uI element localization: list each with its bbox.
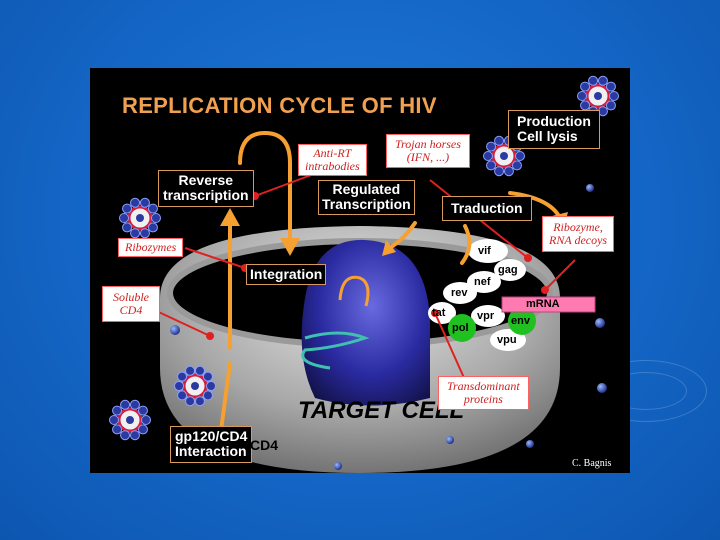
inhibit-line-soluble-cd4 (149, 307, 211, 337)
protein-vpr (471, 305, 505, 327)
inhibit-line-ribozymes (184, 247, 246, 269)
arrowhead-up (220, 208, 240, 226)
free-particle (586, 184, 594, 192)
hiv-virion-icon (174, 365, 216, 407)
free-particle (334, 462, 342, 470)
gene-tat: tat (432, 307, 446, 319)
gene-gag: gag (498, 264, 518, 276)
free-particle (446, 436, 454, 444)
protein-vpu (490, 329, 526, 351)
inhibitor-soluble-cd4: Soluble CD4 (102, 286, 160, 323)
diagram-graphics (149, 130, 607, 473)
label-production-cell-lysis: Production Cell lysis (508, 110, 600, 149)
inhibitor-ribozyme-rna-decoys: Ribozyme, RNA decoys (542, 216, 615, 253)
inhibit-line-transdominant (434, 312, 466, 381)
label-regulated-transcription: Regulated Transcription (318, 180, 415, 215)
inhibit-dot (524, 254, 532, 262)
inhibit-line-trojan-2 (499, 235, 529, 259)
gene-pol: pol (452, 322, 469, 334)
arrow-cd4 (218, 361, 232, 440)
nucleus (301, 239, 430, 406)
gene-rev: rev (451, 287, 468, 299)
protein-pol (448, 314, 476, 342)
label-target-cell: TARGET CELL (298, 397, 465, 424)
label-integration: Integration (246, 264, 327, 286)
free-particle (597, 383, 607, 393)
arrow-integration-down (388, 221, 417, 250)
author-credit: C. Bagnis (572, 458, 612, 469)
inhibit-dot (206, 332, 214, 340)
diagram-title: REPLICATION CYCLE OF HIV (122, 93, 437, 118)
gene-env: env (511, 315, 530, 327)
inhibitor-ribozymes: Ribozymes (118, 238, 184, 258)
free-particle (595, 318, 605, 328)
gene-nef: nef (474, 276, 491, 288)
inhibitor-anti-rt: Anti-RT intrabodies (298, 144, 367, 177)
gene-vpr: vpr (477, 310, 495, 322)
free-particle (526, 440, 534, 448)
protein-gag (494, 259, 526, 281)
inhibit-dot (541, 286, 549, 294)
label-cd4: CD4 (250, 437, 279, 453)
protein-nef (467, 271, 501, 293)
inhibitor-transdominant-proteins: Transdominant proteins (438, 376, 529, 411)
protein-tat (428, 302, 456, 324)
mrna-bar (501, 296, 596, 313)
arrow-loop (238, 130, 292, 242)
label-mrna: mRNA (526, 298, 560, 310)
hiv-virion-icon (109, 399, 151, 441)
inhibit-line-ribozyme-rna (544, 259, 576, 291)
label-reverse-transcription: Reverse transcription (158, 170, 254, 207)
label-gp120-cd4-interaction: gp120/CD4 Interaction (170, 426, 253, 463)
inhibit-dot (431, 309, 439, 317)
arrowhead-loop (280, 238, 300, 256)
label-traduction: Traduction (442, 196, 532, 222)
protein-vif (468, 239, 508, 263)
free-particle (170, 325, 180, 335)
protein-rev (443, 282, 477, 304)
protein-env (508, 307, 536, 335)
arrowhead-integration (382, 240, 396, 256)
inhibitor-trojan-horses: Trojan horses (IFN, ...) (386, 134, 470, 169)
hiv-virion-icon (577, 75, 619, 117)
gene-vif: vif (478, 245, 491, 257)
diagram-slide: REPLICATION CYCLE OF HIV Reverse transcr… (90, 68, 630, 473)
viral-dna-orange (338, 275, 370, 307)
hiv-virion-icon (119, 197, 161, 239)
gene-vpu: vpu (497, 334, 517, 346)
arrow-traduction (460, 224, 472, 265)
viral-dna-teal (301, 331, 370, 370)
